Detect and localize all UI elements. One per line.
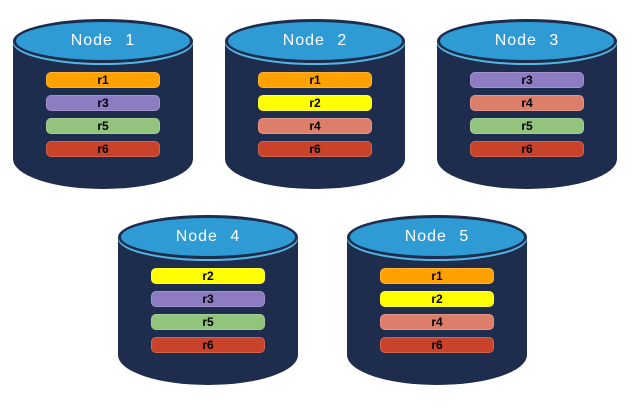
replica-bar-r5: r5: [470, 118, 584, 134]
replica-bar-r5: r5: [151, 314, 265, 330]
cylinder-top-ellipse: [118, 215, 298, 259]
replica-label: r4: [309, 119, 321, 133]
node-cylinder-3: Node 3 r3 r4 r5 r6: [437, 19, 617, 189]
node-label: Node 1: [70, 32, 136, 49]
replica-bar-r3: r3: [470, 72, 584, 88]
node-cylinder-1: Node 1 r1 r3 r5 r6: [13, 19, 193, 189]
cylinder-top-ellipse: [13, 19, 193, 63]
node-cylinder-2: Node 2 r1 r2 r4 r6: [225, 19, 405, 189]
replica-label: r5: [202, 315, 214, 329]
replica-label: r6: [309, 142, 321, 156]
replica-label: r6: [97, 142, 109, 156]
replica-bar-r6: r6: [151, 337, 265, 353]
cylinder-top-ellipse: [225, 19, 405, 63]
replica-bar-r2: r2: [380, 291, 494, 307]
replica-bar-r5: r5: [46, 118, 160, 134]
replica-bar-r6: r6: [46, 141, 160, 157]
replica-bar-r1: r1: [46, 72, 160, 88]
replica-label: r2: [309, 96, 321, 110]
replica-bar-r6: r6: [380, 337, 494, 353]
replica-label: r6: [431, 338, 443, 352]
replica-bar-r6: r6: [258, 141, 372, 157]
replica-bar-r3: r3: [151, 291, 265, 307]
replica-bar-r4: r4: [470, 95, 584, 111]
replica-label: r5: [521, 119, 533, 133]
replica-bar-r2: r2: [151, 268, 265, 284]
replica-label: r3: [97, 96, 109, 110]
replica-bar-r3: r3: [46, 95, 160, 111]
replica-bar-r1: r1: [258, 72, 372, 88]
cylinder-body-shape: [118, 237, 298, 385]
replica-label: r1: [309, 73, 321, 87]
replica-list: r2 r3 r5 r6: [151, 268, 265, 353]
replica-label: r1: [97, 73, 109, 87]
node-label: Node 5: [404, 228, 470, 245]
cylinder-body-shape: [13, 41, 193, 189]
replica-label: r5: [97, 119, 109, 133]
replica-bar-r4: r4: [380, 314, 494, 330]
replica-label: r2: [431, 292, 443, 306]
replica-label: r1: [431, 269, 443, 283]
replica-label: r4: [431, 315, 443, 329]
replica-list: r1 r2 r4 r6: [380, 268, 494, 353]
replica-label: r6: [202, 338, 214, 352]
node-label: Node 3: [494, 32, 560, 49]
replica-list: r3 r4 r5 r6: [470, 72, 584, 157]
replica-bar-r2: r2: [258, 95, 372, 111]
cylinder-top-ellipse: [347, 215, 527, 259]
replica-bar-r1: r1: [380, 268, 494, 284]
replica-label: r3: [202, 292, 214, 306]
node-cylinder-5: Node 5 r1 r2 r4 r6: [347, 215, 527, 385]
replica-list: r1 r2 r4 r6: [258, 72, 372, 157]
cylinder-body-shape: [347, 237, 527, 385]
replica-bar-r4: r4: [258, 118, 372, 134]
replica-label: r4: [521, 96, 533, 110]
replica-label: r2: [202, 269, 214, 283]
cylinder-top-ellipse: [437, 19, 617, 63]
cylinder-body-shape: [437, 41, 617, 189]
node-label: Node 4: [175, 228, 241, 245]
replica-list: r1 r3 r5 r6: [46, 72, 160, 157]
node-cylinder-4: Node 4 r2 r3 r5 r6: [118, 215, 298, 385]
replica-label: r6: [521, 142, 533, 156]
replica-bar-r6: r6: [470, 141, 584, 157]
cylinder-body-shape: [225, 41, 405, 189]
node-label: Node 2: [282, 32, 348, 49]
replica-label: r3: [521, 73, 533, 87]
